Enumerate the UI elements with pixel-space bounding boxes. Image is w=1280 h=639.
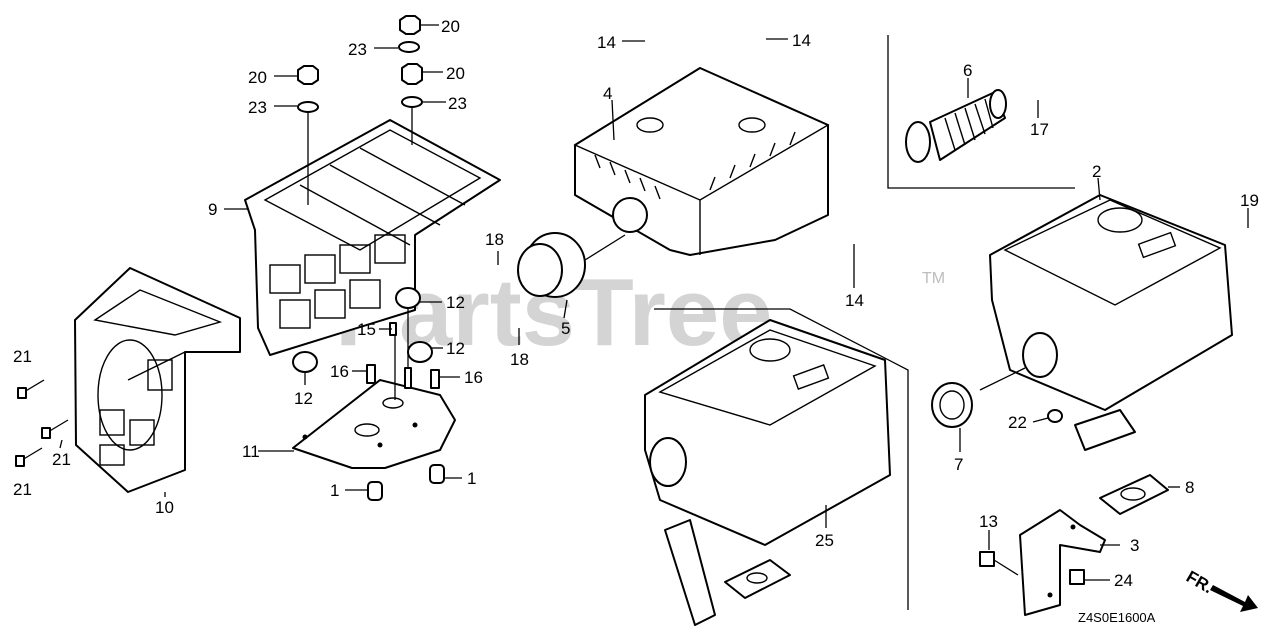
callout-3: 3 [1130,536,1139,555]
cover-bracket-part-10 [74,267,241,493]
callout-7: 7 [954,455,963,474]
base-plate-part-11 [292,308,456,469]
callout-labels: 20 23 20 23 20 23 9 14 14 4 6 17 2 19 18… [13,17,1259,590]
callout-8: 8 [1185,478,1194,497]
callout-14-lower: 14 [845,291,864,310]
spark-arrester-part-6 [905,89,1007,163]
callout-23-top: 23 [348,40,367,59]
callout-18-top: 18 [485,230,504,249]
callout-12-upper: 12 [446,293,465,312]
callout-10: 10 [155,498,174,517]
callout-9: 9 [208,200,217,219]
callout-18-bottom: 18 [510,350,529,369]
callout-15: 15 [357,320,376,339]
callout-21-bottom: 21 [13,480,32,499]
muffler-screen-part-7 [931,382,1063,428]
protector-frame-part-9 [244,119,501,356]
callout-23-left: 23 [248,98,267,117]
muffler-part-2 [979,194,1233,451]
callout-20-left: 20 [248,68,267,87]
front-direction-arrow: FR. [1183,567,1258,612]
callout-1-right: 1 [467,469,476,488]
callout-22: 22 [1008,413,1027,432]
callout-11: 11 [242,442,260,461]
callout-25: 25 [815,531,834,550]
gasket-part-8 [1099,474,1169,515]
direction-label: FR. [1183,567,1216,597]
callout-20-mid: 20 [446,64,465,83]
nuts-and-washers [297,15,423,205]
callout-12-middle: 12 [446,339,465,358]
callout-21-top: 21 [13,347,32,366]
watermark-trademark: TM [922,270,945,287]
callout-17: 17 [1030,120,1049,139]
callout-12-lower: 12 [294,389,313,408]
callout-24: 24 [1114,571,1133,590]
rubber-mounts-part-12 [292,287,433,373]
heat-shield-cap-part-5 [517,232,626,298]
muffler-protector-part-4 [573,67,830,256]
callout-14-left: 14 [597,33,616,52]
callout-2: 2 [1092,162,1101,181]
drawing-code: Z4S0E1600A [1078,610,1156,625]
callout-21-middle: 21 [52,450,71,469]
callout-20-top: 20 [441,17,460,36]
callout-6: 6 [963,61,972,80]
callout-1-left: 1 [330,481,339,500]
callout-23-mid: 23 [448,94,467,113]
callout-13: 13 [979,512,998,531]
small-bolts [15,322,445,501]
separator-lines [654,35,1075,610]
callout-4: 4 [603,84,612,103]
callout-14-right: 14 [792,31,811,50]
callout-19: 19 [1240,191,1259,210]
callout-5: 5 [561,319,570,338]
callout-leaders [59,24,1249,581]
muffler-assembly-part-25 [644,319,891,626]
bracket-part-3 [979,509,1106,616]
callout-16-left: 16 [330,362,349,381]
callout-16-right: 16 [464,368,483,387]
